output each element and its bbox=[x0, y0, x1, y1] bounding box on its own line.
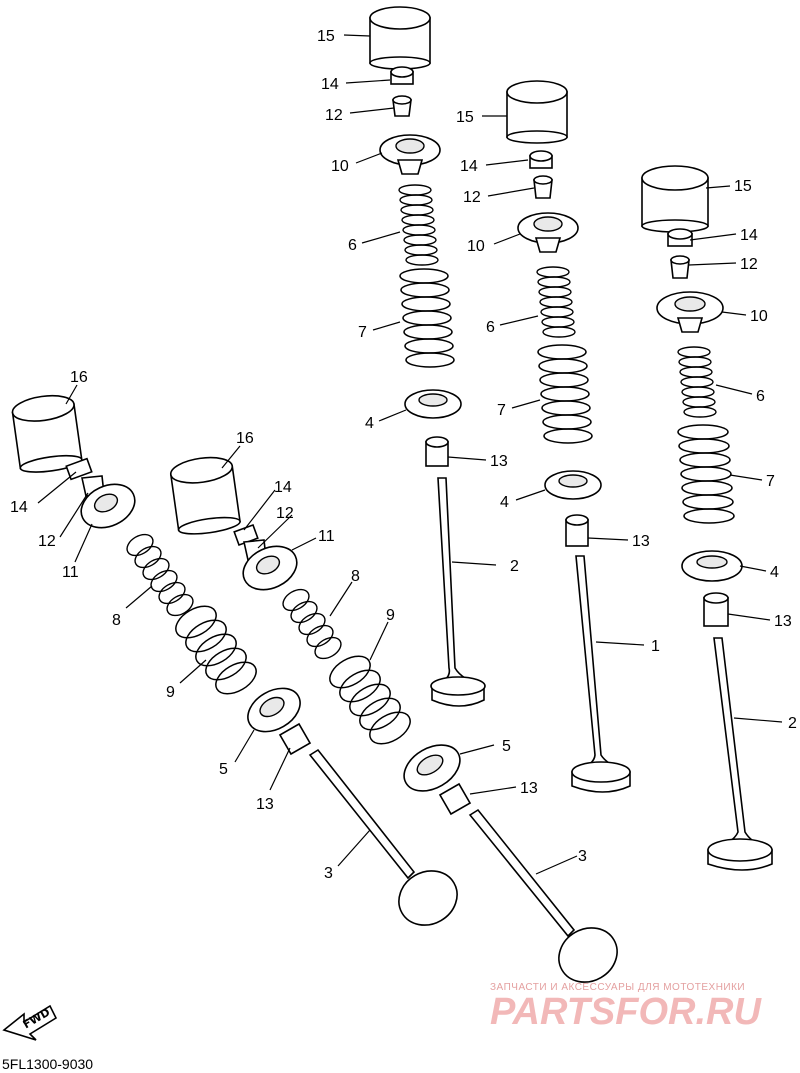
spring-seat-e bbox=[403, 744, 461, 792]
callout-a-14: 14 bbox=[321, 76, 339, 93]
intake-valve-d bbox=[308, 748, 458, 926]
spring-seat-b bbox=[544, 470, 602, 500]
valve-spring-inner-e bbox=[282, 588, 342, 660]
valve-spring-inner-b bbox=[536, 266, 576, 338]
spring-retainer-a bbox=[379, 134, 441, 175]
callout-c-2: 2 bbox=[788, 715, 797, 732]
valve-lifter-b bbox=[506, 80, 568, 144]
callout-c-13: 13 bbox=[774, 613, 792, 630]
callout-b-10: 10 bbox=[467, 238, 485, 255]
callout-labels: 15 14 12 10 6 7 4 13 2 15 14 12 10 6 7 4… bbox=[10, 28, 797, 882]
valve-cotter-a bbox=[392, 95, 412, 117]
valve-lifter-a bbox=[369, 6, 431, 70]
intake-valve-group-b bbox=[506, 80, 631, 793]
exhaust-valve-e bbox=[468, 808, 618, 983]
callout-e-12: 12 bbox=[276, 505, 294, 522]
valve-lifter-e bbox=[169, 456, 241, 535]
intake-valve-group-a bbox=[369, 6, 486, 707]
valve-spring-outer-c bbox=[677, 424, 735, 524]
spring-seat-a bbox=[404, 389, 462, 419]
valve-spring-outer-b bbox=[537, 344, 593, 444]
callout-d-16: 16 bbox=[70, 369, 88, 386]
callout-d-5: 5 bbox=[219, 761, 228, 778]
watermark-tagline: ЗАПЧАСТИ И АКСЕССУАРЫ ДЛЯ МОТОТЕХНИКИ bbox=[490, 982, 745, 993]
valve-spring-inner-c bbox=[677, 346, 717, 418]
valve-pad-b bbox=[529, 150, 553, 169]
callout-c-10: 10 bbox=[750, 308, 768, 325]
exhaust-valve-a bbox=[430, 477, 486, 707]
valve-spring-inner-a bbox=[398, 184, 439, 266]
callout-e-11: 11 bbox=[318, 528, 335, 545]
valve-pad-a bbox=[390, 66, 414, 85]
spring-retainer-c bbox=[656, 291, 724, 333]
callout-a-6: 6 bbox=[348, 237, 357, 254]
callout-c-7: 7 bbox=[766, 473, 775, 490]
valve-group-d bbox=[11, 394, 458, 926]
callout-b-13: 13 bbox=[632, 533, 650, 550]
callout-a-4: 4 bbox=[365, 415, 374, 432]
callout-c-14: 14 bbox=[740, 227, 758, 244]
callout-c-4: 4 bbox=[770, 564, 779, 581]
callout-b-14: 14 bbox=[460, 158, 478, 175]
forward-direction-arrow: FWD bbox=[2, 1004, 58, 1041]
callout-b-6: 6 bbox=[486, 319, 495, 336]
watermark-logo-text: PARTSFOR.RU bbox=[490, 991, 762, 1033]
callout-a-2: 2 bbox=[510, 558, 519, 575]
stem-seal-b bbox=[565, 514, 589, 547]
exhaust-valve-c bbox=[707, 637, 773, 871]
callout-a-13: 13 bbox=[490, 453, 508, 470]
callout-c-15: 15 bbox=[734, 178, 752, 195]
callout-c-6: 6 bbox=[756, 388, 765, 405]
leader-lines bbox=[37, 34, 783, 875]
spring-retainer-d bbox=[80, 483, 136, 529]
callout-a-7: 7 bbox=[358, 324, 367, 341]
callout-d-11: 11 bbox=[62, 564, 79, 581]
spring-seat-c bbox=[681, 550, 743, 582]
diagram-code: 5FL1300-9030 bbox=[2, 1056, 93, 1072]
valve-spring-outer-a bbox=[399, 268, 455, 368]
callout-e-13: 13 bbox=[520, 780, 538, 797]
valve-lifter-d bbox=[11, 394, 83, 473]
callout-a-10: 10 bbox=[331, 158, 349, 175]
spring-retainer-e bbox=[242, 545, 298, 591]
intake-valve-b bbox=[571, 555, 631, 793]
callout-a-12: 12 bbox=[325, 107, 343, 124]
valve-spring-inner-d bbox=[126, 533, 194, 617]
valve-cotter-c bbox=[670, 255, 690, 279]
callout-d-12: 12 bbox=[38, 533, 56, 550]
valve-cotter-b bbox=[533, 175, 553, 199]
valve-pad-c bbox=[667, 228, 693, 247]
callout-e-16: 16 bbox=[236, 430, 254, 447]
stem-seal-a bbox=[425, 436, 449, 467]
callout-b-1: 1 bbox=[651, 638, 660, 655]
callout-e-5: 5 bbox=[502, 738, 511, 755]
callout-d-13: 13 bbox=[256, 796, 274, 813]
spring-retainer-b bbox=[517, 212, 579, 253]
callout-c-12: 12 bbox=[740, 256, 758, 273]
stem-seal-d bbox=[278, 722, 312, 756]
callout-e-8: 8 bbox=[351, 568, 360, 585]
callout-e-14: 14 bbox=[274, 479, 292, 496]
watermark: ЗАПЧАСТИ И АКСЕССУАРЫ ДЛЯ МОТОТЕХНИКИ PA… bbox=[490, 982, 762, 1033]
callout-b-4: 4 bbox=[500, 494, 509, 511]
callout-b-15: 15 bbox=[456, 109, 474, 126]
valve-spring-outer-d bbox=[175, 605, 257, 695]
callout-e-9: 9 bbox=[386, 607, 395, 624]
valve-lifter-c bbox=[641, 165, 709, 233]
callout-d-9: 9 bbox=[166, 684, 175, 701]
stem-seal-e bbox=[438, 782, 472, 816]
valve-spring-outer-e bbox=[329, 655, 411, 745]
callout-d-14: 14 bbox=[10, 499, 28, 516]
stem-seal-c bbox=[703, 592, 729, 627]
callout-e-3: 3 bbox=[578, 848, 587, 865]
callout-b-12: 12 bbox=[463, 189, 481, 206]
callout-d-3: 3 bbox=[324, 865, 333, 882]
callout-d-8: 8 bbox=[112, 612, 121, 629]
callout-a-15: 15 bbox=[317, 28, 335, 45]
callout-b-7: 7 bbox=[497, 402, 506, 419]
spring-seat-d bbox=[247, 687, 301, 733]
valve-group-c bbox=[641, 165, 773, 871]
valve-group-e bbox=[169, 456, 618, 983]
